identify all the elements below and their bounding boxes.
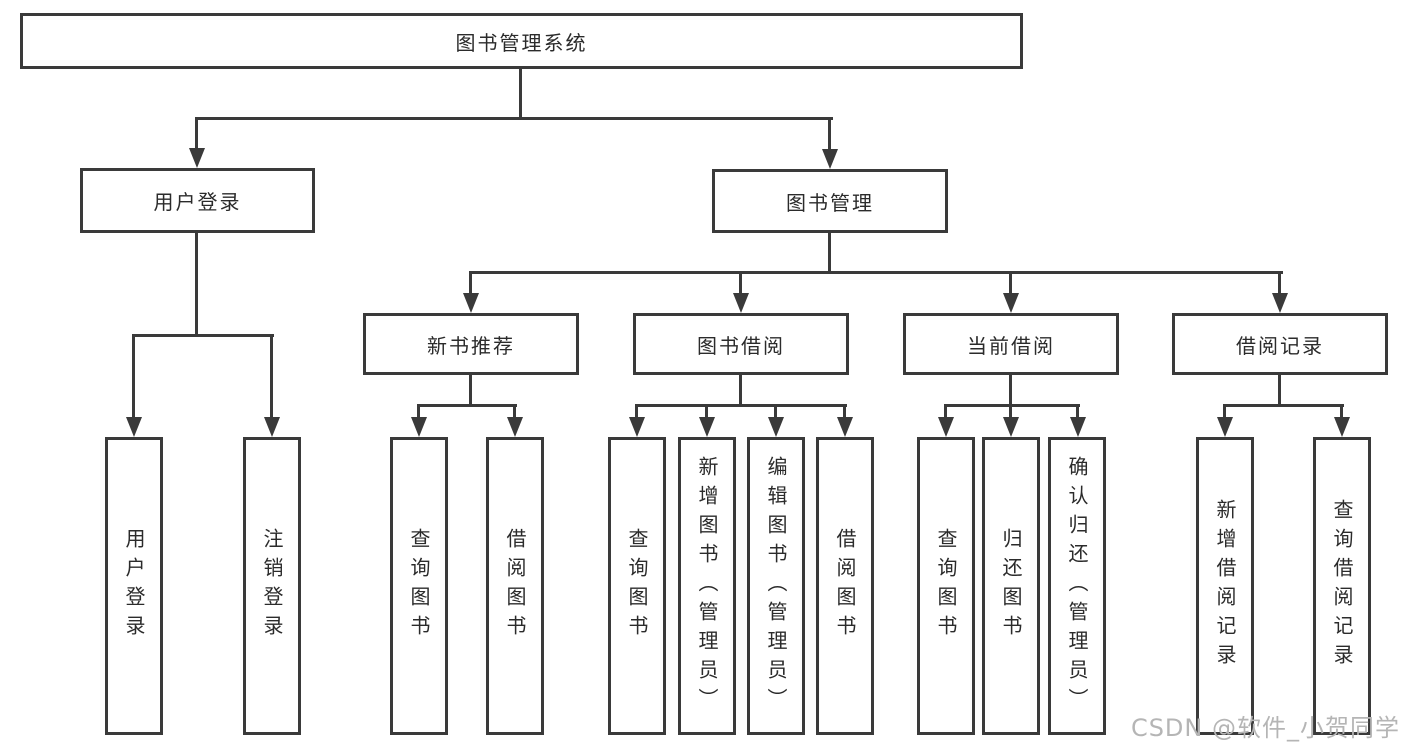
leaf-logout-label: 注销登录 bbox=[260, 528, 284, 644]
connector-book-management-stem bbox=[828, 233, 831, 274]
leaf-current-confirm-return-admin: 确认归还（管理员） bbox=[1048, 437, 1106, 735]
connector-records-rail bbox=[1223, 404, 1344, 407]
leaf-user-login-label: 用户登录 bbox=[122, 528, 146, 644]
arrow-newbook-query bbox=[411, 417, 427, 437]
arrow-borrowing-records bbox=[1272, 293, 1288, 313]
connector-user-login-rail bbox=[132, 334, 274, 337]
arrow-borrowing-query bbox=[629, 417, 645, 437]
connector-user-login-stem bbox=[195, 233, 198, 337]
connector-drop-leaf-logout bbox=[270, 334, 273, 419]
leaf-records-query-record-label: 查询借阅记录 bbox=[1330, 499, 1354, 673]
leaf-user-login: 用户登录 bbox=[105, 437, 163, 735]
connector-drop-newbook-query bbox=[417, 404, 420, 419]
arrow-newbook-borrow bbox=[507, 417, 523, 437]
node-book-management: 图书管理 bbox=[712, 169, 948, 233]
leaf-borrowing-add-books-admin: 新增图书（管理员） bbox=[678, 437, 736, 735]
connector-drop-borrowing-add bbox=[705, 404, 708, 419]
node-borrowing-records-label: 借阅记录 bbox=[1236, 333, 1324, 358]
arrow-book-borrowing bbox=[733, 293, 749, 313]
node-book-borrowing-label: 图书借阅 bbox=[697, 333, 785, 358]
connector-new-book-rail bbox=[417, 404, 517, 407]
connector-drop-newbook-borrow bbox=[513, 404, 516, 419]
leaf-records-add-record: 新增借阅记录 bbox=[1196, 437, 1254, 735]
leaf-current-query-books-label: 查询图书 bbox=[934, 528, 958, 644]
connector-book-management-rail bbox=[469, 271, 1283, 274]
arrow-book-management bbox=[822, 149, 838, 169]
connector-new-book-stem bbox=[469, 375, 472, 407]
leaf-records-add-record-label: 新增借阅记录 bbox=[1213, 499, 1237, 673]
leaf-current-return-books: 归还图书 bbox=[982, 437, 1040, 735]
node-root-label: 图书管理系统 bbox=[455, 30, 588, 55]
leaf-current-return-books-label: 归还图书 bbox=[999, 528, 1023, 644]
node-user-login-label: 用户登录 bbox=[153, 190, 242, 214]
connector-drop-current-query bbox=[944, 404, 947, 419]
leaf-newbook-query-books: 查询图书 bbox=[390, 437, 448, 735]
connector-drop-current-return bbox=[1009, 404, 1012, 419]
leaf-newbook-query-books-label: 查询图书 bbox=[407, 528, 431, 644]
leaf-current-confirm-return-admin-label: 确认归还（管理员） bbox=[1065, 455, 1089, 717]
node-current-borrowing-label: 当前借阅 bbox=[967, 333, 1055, 358]
connector-drop-borrowing-edit bbox=[774, 404, 777, 419]
leaf-logout: 注销登录 bbox=[243, 437, 301, 735]
leaf-borrowing-borrow-books: 借阅图书 bbox=[816, 437, 874, 735]
node-new-book-recommend: 新书推荐 bbox=[363, 313, 579, 375]
connector-records-stem bbox=[1278, 375, 1281, 407]
arrow-current-confirm bbox=[1070, 417, 1086, 437]
arrow-current-borrowing bbox=[1003, 293, 1019, 313]
connector-drop-borrowing-records bbox=[1278, 271, 1281, 295]
connector-current-rail bbox=[944, 404, 1080, 407]
connector-drop-current-confirm bbox=[1076, 404, 1079, 419]
connector-drop-book-management bbox=[828, 117, 831, 151]
arrow-records-add bbox=[1217, 417, 1233, 437]
connector-root-rail bbox=[195, 117, 833, 120]
leaf-borrowing-edit-books-admin-label: 编辑图书（管理员） bbox=[764, 455, 788, 717]
connector-borrowing-rail bbox=[635, 404, 847, 407]
leaf-borrowing-add-books-admin-label: 新增图书（管理员） bbox=[695, 455, 719, 717]
node-book-borrowing: 图书借阅 bbox=[633, 313, 849, 375]
node-new-book-recommend-label: 新书推荐 bbox=[427, 333, 515, 358]
connector-drop-new-book-recommend bbox=[469, 271, 472, 295]
arrow-records-query bbox=[1334, 417, 1350, 437]
connector-drop-records-query bbox=[1340, 404, 1343, 419]
leaf-newbook-borrow-books: 借阅图书 bbox=[486, 437, 544, 735]
arrow-user-login bbox=[189, 148, 205, 168]
leaf-records-query-record: 查询借阅记录 bbox=[1313, 437, 1371, 735]
connector-current-stem bbox=[1009, 375, 1012, 407]
node-root: 图书管理系统 bbox=[20, 13, 1023, 69]
csdn-watermark: CSDN @软件_小贺同学 bbox=[1130, 714, 1400, 742]
arrow-leaf-logout bbox=[264, 417, 280, 437]
arrow-borrowing-add bbox=[699, 417, 715, 437]
leaf-borrowing-query-books-label: 查询图书 bbox=[625, 528, 649, 644]
arrow-borrowing-edit bbox=[768, 417, 784, 437]
node-current-borrowing: 当前借阅 bbox=[903, 313, 1119, 375]
connector-drop-user-login bbox=[195, 117, 198, 150]
arrow-current-return bbox=[1003, 417, 1019, 437]
arrow-current-query bbox=[938, 417, 954, 437]
arrow-new-book-recommend bbox=[463, 293, 479, 313]
connector-drop-borrowing-borrow bbox=[843, 404, 846, 419]
node-borrowing-records: 借阅记录 bbox=[1172, 313, 1388, 375]
leaf-borrowing-borrow-books-label: 借阅图书 bbox=[833, 528, 857, 644]
connector-drop-book-borrowing bbox=[739, 271, 742, 295]
connector-borrowing-stem bbox=[739, 375, 742, 407]
node-book-management-label: 图书管理 bbox=[786, 190, 874, 215]
node-user-login: 用户登录 bbox=[80, 168, 315, 233]
leaf-borrowing-edit-books-admin: 编辑图书（管理员） bbox=[747, 437, 805, 735]
leaf-current-query-books: 查询图书 bbox=[917, 437, 975, 735]
leaf-newbook-borrow-books-label: 借阅图书 bbox=[503, 528, 527, 644]
arrow-borrowing-borrow bbox=[837, 417, 853, 437]
connector-drop-leaf-user-login bbox=[132, 334, 135, 419]
arrow-leaf-user-login bbox=[126, 417, 142, 437]
connector-drop-current-borrowing bbox=[1009, 271, 1012, 295]
connector-drop-borrowing-query bbox=[635, 404, 638, 419]
connector-root-stem bbox=[519, 69, 522, 120]
connector-drop-records-add bbox=[1223, 404, 1226, 419]
leaf-borrowing-query-books: 查询图书 bbox=[608, 437, 666, 735]
